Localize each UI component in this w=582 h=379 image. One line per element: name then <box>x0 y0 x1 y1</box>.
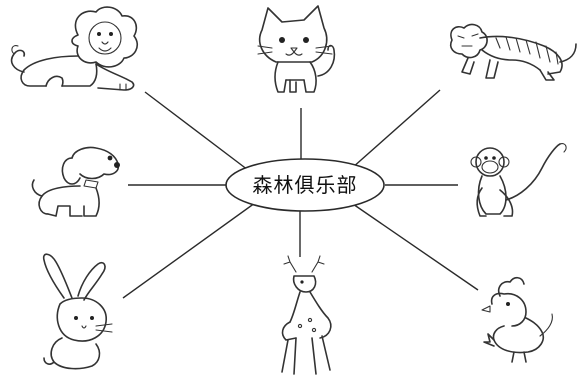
rabbit-drawing <box>42 253 113 370</box>
connector-rabbit <box>122 202 256 299</box>
monkey-drawing <box>470 143 567 217</box>
cat-drawing <box>257 5 336 93</box>
center-label: 森林俱乐部 <box>253 173 358 197</box>
dog-drawing <box>31 146 120 217</box>
center-node: 森林俱乐部 <box>225 158 385 212</box>
connector-tiger <box>351 89 441 169</box>
connector-chick <box>349 201 479 291</box>
tiger-drawing <box>449 23 577 81</box>
deer-drawing <box>281 255 332 375</box>
connector-lion <box>144 91 249 171</box>
lion-drawing <box>10 6 139 91</box>
chick-drawing <box>481 276 553 363</box>
connector-lines <box>122 89 479 299</box>
center-ellipse <box>225 158 385 212</box>
